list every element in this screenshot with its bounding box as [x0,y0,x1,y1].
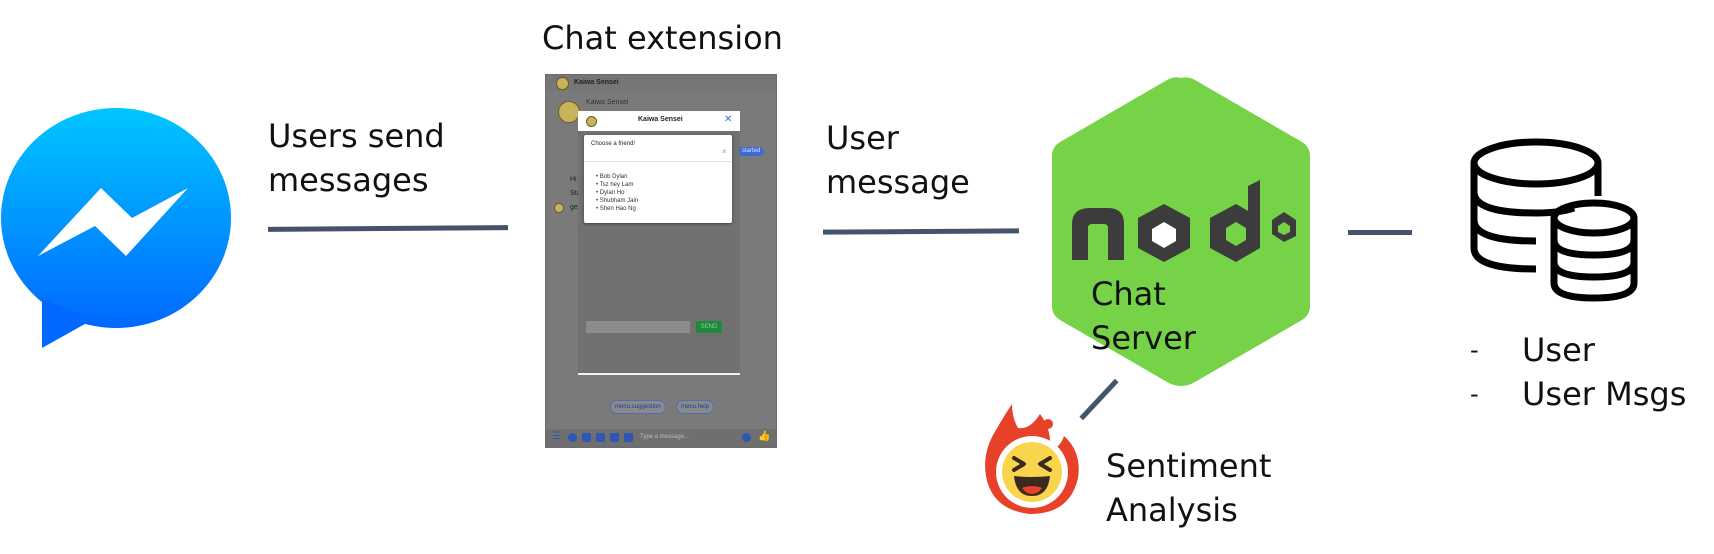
users-send-line2: messages [268,161,429,199]
quick-reply-suggestion[interactable]: menu.suggestion [610,400,666,414]
extension-header: Kaiwa Sensei ✕ [578,111,740,131]
connector-server-to-database [1348,230,1412,235]
sentiment-line2: Analysis [1106,491,1238,529]
sentiment-line1: Sentiment [1106,447,1272,485]
gif-icon[interactable] [596,433,605,442]
friend-item[interactable]: Tsz hey Lam [596,181,638,189]
user-message-line2: message [826,163,970,201]
emoji-icon[interactable] [742,433,751,442]
friend-item[interactable]: Shen Hao Ng [596,205,638,213]
bot-name: Kaiwa Sensei [586,99,629,106]
composer-input[interactable]: Type a message... [640,434,690,440]
user-message-label: User message [826,116,970,204]
messenger-logo-icon [0,108,232,348]
quick-reply-help[interactable]: menu.help [676,400,715,414]
users-send-messages-label: Users send messages [268,114,445,202]
extension-close-icon[interactable]: ✕ [724,114,733,125]
camera-icon[interactable] [582,433,591,442]
chat-snippet-1: Hi T [570,176,583,183]
chat-snippet-avatar [554,203,564,213]
image-icon[interactable] [624,433,633,442]
users-send-line1: Users send [268,117,445,155]
friend-list: Bob Dylan Tsz hey Lam Dylan Ho Shubham J… [596,173,638,213]
user-message-line1: User [826,119,899,157]
node-logo [1064,178,1298,270]
extension-send-button[interactable]: SEND [696,321,722,333]
chat-snippet-3: gei [570,204,580,211]
chat-server-label: Chat Server [1091,275,1196,357]
connector-extension-to-server [822,228,1020,235]
extension-message-input[interactable] [586,321,690,333]
plus-icon[interactable] [568,433,577,442]
friend-item[interactable]: Shubham Jain [596,197,638,205]
started-bubble: started [738,147,765,156]
chat-snippet-2: Sta [570,190,581,197]
database-item-dash: - [1470,336,1479,364]
header-name: Kaiwa Sensei [574,79,619,86]
phone-top-bar: Kaiwa Sensei [546,75,776,91]
friend-item[interactable]: Bob Dylan [596,173,638,181]
modal-close-icon[interactable]: × [722,147,727,156]
sentiment-analysis-label: Sentiment Analysis [1106,444,1271,532]
extension-title: Kaiwa Sensei [638,116,683,123]
chat-extension-title: Chat extension [542,19,783,57]
extension-header-avatar [586,116,597,127]
thumbs-up-icon[interactable]: 👍 [758,431,771,442]
database-item: - User [1470,328,1686,372]
connector-messenger-to-extension [267,225,509,232]
header-avatar [556,77,569,90]
messenger-composer-bar: ☰ Type a message... 👍 [546,429,776,447]
modal-divider [584,161,732,162]
laughing-emoji-icon [982,400,1082,518]
database-items: - User - User Msgs [1470,328,1686,416]
bot-avatar [558,101,580,123]
chat-extension-screenshot: Kaiwa Sensei Kaiwa Sensei Hi T Sta gei s… [545,74,777,448]
menu-icon[interactable]: ☰ [552,431,561,442]
choose-friend-modal: Choose a friend! × Bob Dylan Tsz hey Lam… [584,135,732,223]
database-item: - User Msgs [1470,372,1686,416]
friend-item[interactable]: Dylan Ho [596,189,638,197]
sticker-icon[interactable] [610,433,619,442]
database-item-dash: - [1470,380,1479,408]
database-icon [1470,138,1638,304]
modal-title: Choose a friend! [591,141,636,147]
